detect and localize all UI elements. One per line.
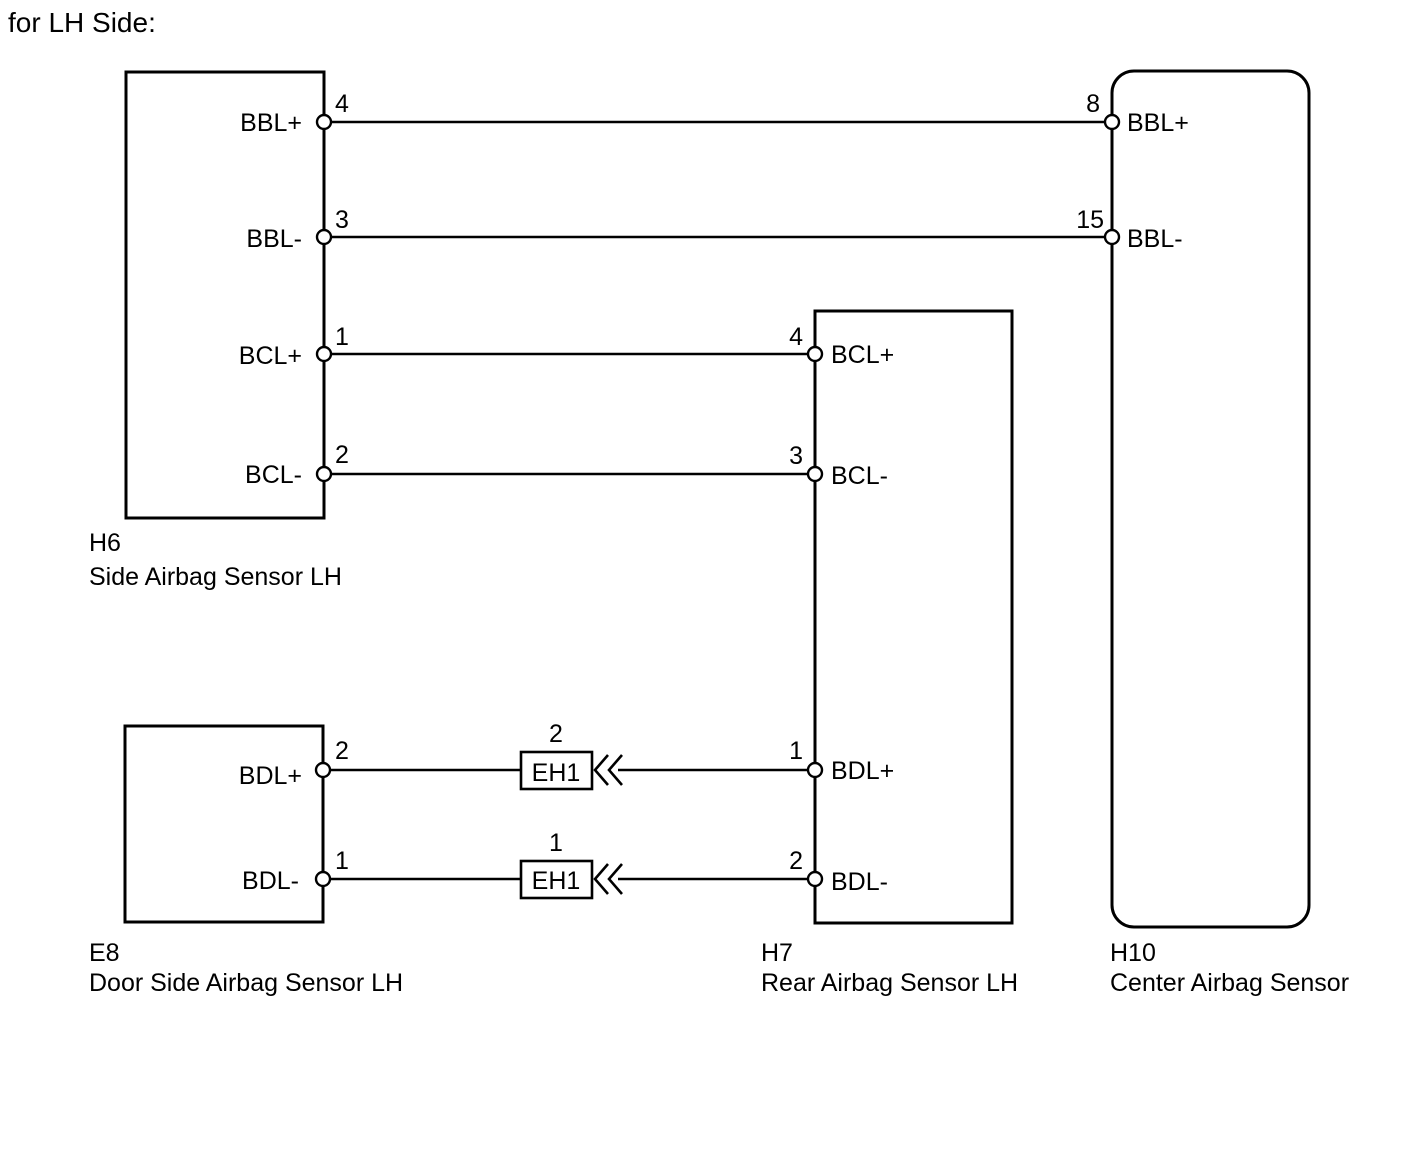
e8-pin-number-1: 1 [335,847,349,875]
h10-pin-number-8: 8 [1086,90,1100,118]
h6-pin-number-2: 2 [335,441,349,469]
component-e8: BDL+ BDL- 2 1 E8 Door Side Airbag Sensor… [89,724,403,997]
h6-terminal-3 [315,228,333,246]
connector-eh1-upper-chevron-icon [593,754,609,786]
component-h10: BBL+ BBL- 8 15 H10 Center Airbag Sensor [1076,69,1349,997]
h7-terminal-4 [806,345,824,363]
e8-terminal-1 [314,870,332,888]
connector-eh1-upper: EH1 2 [519,720,623,791]
h6-name: Side Airbag Sensor LH [89,563,342,591]
connector-eh1-lower-chevron-icon [593,863,609,895]
connector-eh1-upper-body [519,750,594,791]
h10-pin-number-15: 15 [1076,206,1104,234]
connector-eh1-upper-pin-number: 2 [549,720,563,748]
component-h7: BCL+ BCL- BDL+ BDL- 4 3 1 2 H7 Rear Airb… [761,309,1018,997]
h6-pin-label-bcl-plus: BCL+ [239,342,302,370]
h7-code: H7 [761,939,793,967]
h7-pin-number-2: 2 [789,847,803,875]
h7-pin-number-4: 4 [789,323,803,351]
connector-eh1-upper-chevron-icon [607,754,623,786]
connector-eh1-lower-body [519,859,594,900]
e8-pin-label-bdl-plus: BDL+ [239,762,302,790]
connector-eh1-upper-code: EH1 [532,759,581,787]
h10-terminal-15 [1103,228,1121,246]
h6-code: H6 [89,529,121,557]
h7-terminal-3 [806,465,824,483]
h6-terminal-2 [315,465,333,483]
h10-pin-label-bbl-minus: BBL- [1127,225,1183,253]
h6-pin-number-1: 1 [335,323,349,351]
wires [323,120,1112,881]
connector-eh1-lower-code: EH1 [532,867,581,895]
h7-pin-label-bdl-plus: BDL+ [831,757,894,785]
e8-pin-number-2: 2 [335,737,349,765]
h6-pin-number-4: 4 [335,90,349,118]
pin-terminals [314,113,1121,888]
h6-pin-label-bbl-minus: BBL- [246,225,302,253]
h7-terminal-2 [806,870,824,888]
connector-eh1-lower-chevron-icon [607,863,623,895]
e8-name: Door Side Airbag Sensor LH [89,969,403,997]
diagram-title: for LH Side: [8,7,156,38]
h10-code: H10 [1110,939,1156,967]
h6-terminal-4 [315,113,333,131]
h7-pin-label-bcl-plus: BCL+ [831,341,894,369]
h7-terminal-1 [806,761,824,779]
e8-code: E8 [89,939,120,967]
h7-name: Rear Airbag Sensor LH [761,969,1018,997]
connector-eh1-lower: EH1 1 [519,829,623,900]
h7-pin-number-1: 1 [789,737,803,765]
e8-terminal-2 [314,761,332,779]
e8-pin-label-bdl-minus: BDL- [242,867,299,895]
connector-eh1-lower-pin-number: 1 [549,829,563,857]
h7-pin-number-3: 3 [789,442,803,470]
component-h6: BBL+ BBL- BCL+ BCL- 4 3 1 2 H6 Side Airb… [89,70,349,591]
h6-pin-label-bcl-minus: BCL- [245,461,302,489]
h6-pin-label-bbl-plus: BBL+ [240,109,302,137]
h6-pin-number-3: 3 [335,206,349,234]
h10-terminal-8 [1103,113,1121,131]
h6-terminal-1 [315,345,333,363]
h7-body [813,309,1014,925]
h10-body [1110,69,1311,929]
h10-pin-label-bbl-plus: BBL+ [1127,109,1189,137]
h10-name: Center Airbag Sensor [1110,969,1349,997]
h7-pin-label-bdl-minus: BDL- [831,868,888,896]
h7-pin-label-bcl-minus: BCL- [831,462,888,490]
h6-body [124,70,326,520]
e8-body [123,724,325,924]
